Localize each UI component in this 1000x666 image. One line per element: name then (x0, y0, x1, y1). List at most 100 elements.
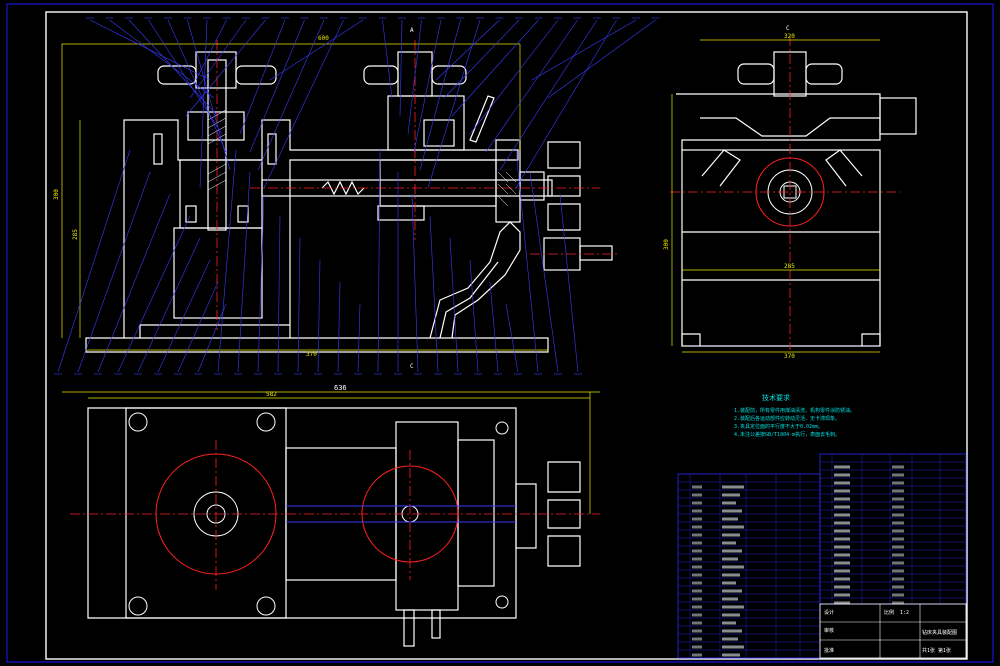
title-block: 钻床夹具装配图 比例 1:2 共1张 第1张 设计 审核 批准 (819, 603, 967, 659)
bolt-3 (185, 205, 197, 223)
bracket-inner (439, 261, 499, 339)
plan-shaft (286, 505, 516, 523)
parts-list-cell-mark (692, 501, 702, 505)
title-designer: 设计 (824, 609, 834, 616)
plan-bolt-br (256, 596, 276, 616)
title-checker: 审核 (824, 627, 834, 634)
leader-line-top (547, 19, 656, 99)
base-plate (85, 337, 549, 353)
leader-line-top (469, 19, 559, 135)
leader-line-top (269, 19, 364, 81)
parts-list-cell-mark (722, 485, 744, 489)
parts-list-cell-mark (892, 577, 904, 581)
parts-list-cell-mark (834, 601, 850, 605)
clamp-lever (469, 95, 495, 143)
leader-line-bottom (411, 193, 419, 373)
side-view (676, 51, 917, 347)
plan-outline (87, 407, 517, 619)
hatch-shaft (497, 171, 517, 207)
leader-line-top (531, 19, 637, 81)
parts-list-cell-mark (834, 585, 850, 589)
leader-line-top (239, 19, 286, 135)
side-clamp-block (879, 97, 917, 135)
parts-list-cell-mark (722, 533, 740, 537)
parts-list-cell-mark (892, 489, 904, 493)
parts-list-table (677, 453, 967, 659)
leader-line-top (382, 19, 393, 99)
leader-line-bottom (505, 303, 519, 373)
dim-side-base: 370 (784, 353, 795, 360)
dim-side-height: 300 (663, 239, 670, 250)
parts-list-cell-mark (692, 493, 702, 497)
leader-line-bottom (197, 303, 227, 373)
side-handle-right (805, 63, 843, 85)
leader-line-top (199, 19, 208, 189)
leader-line-bottom (529, 171, 559, 373)
parts-list-cell-mark (834, 537, 850, 541)
plan-screw (403, 609, 415, 647)
parts-list-cell-mark (722, 653, 740, 657)
parts-list-cell-mark (722, 629, 742, 633)
leader-line-bottom (257, 193, 265, 373)
side-v-groove (700, 117, 880, 137)
leader-line-top (187, 19, 231, 171)
leader-line-bottom (429, 215, 439, 373)
leader-line-bottom (297, 237, 301, 373)
outer-border (6, 3, 994, 663)
inner-border (45, 11, 968, 660)
notes-title: 技术要求 (762, 393, 790, 402)
parts-list-cell-mark (834, 489, 850, 493)
adjust-screw (579, 245, 613, 261)
dim-front-top: 600 (318, 35, 329, 42)
bolt-5 (377, 205, 425, 221)
parts-list-cell-mark (892, 529, 904, 533)
title-drawing-name: 钻床夹具装配图 (922, 629, 957, 636)
bolt-4 (237, 205, 249, 223)
parts-list-cell-mark (722, 493, 740, 497)
leader-line-bottom (317, 259, 321, 373)
plan-bolt-tr (256, 412, 276, 432)
side-base (681, 333, 881, 346)
title-approver: 批准 (824, 647, 834, 654)
parts-list-cell-mark (834, 473, 850, 477)
parts-list-cell-mark (722, 621, 736, 625)
parts-list-cell-mark (892, 481, 904, 485)
parts-list-cell-mark (892, 593, 904, 597)
parts-list-cell-mark (892, 561, 904, 565)
notes-line-1: 1.装配前，所有零件用煤油清洗，机构零件涂防锈油。 (734, 407, 855, 414)
plan-bolt-end-2 (495, 595, 509, 609)
handwheel-hub (519, 171, 545, 201)
dim-front-width: 636 (334, 384, 347, 392)
parts-list-cell-mark (692, 629, 702, 633)
leader-line-bottom (277, 215, 281, 373)
parts-list-cell-mark (834, 513, 850, 517)
parts-list-cell-mark (892, 473, 904, 477)
parts-list-cell-mark (892, 545, 904, 549)
section-label-c: C (410, 363, 414, 370)
clamp-small-block (423, 119, 455, 147)
parts-list-cell-mark (892, 465, 904, 469)
leader-line-top (185, 19, 266, 117)
leader-line-top (195, 19, 227, 81)
leader-line-top (435, 19, 500, 81)
title-block-frame (819, 603, 967, 659)
parts-list-cell-mark (892, 505, 904, 509)
plan-view-centerlines (70, 440, 600, 590)
leader-line-bottom (337, 281, 341, 373)
parts-list-cell-mark (892, 553, 904, 557)
clamp-plate-left (187, 111, 245, 141)
parts-list-cell-mark (692, 525, 702, 529)
parts-list-cell-mark (722, 581, 736, 585)
parts-list-cell-mark (692, 485, 702, 489)
handle-bar-left (157, 65, 197, 85)
parts-list-cell-mark (834, 593, 850, 597)
side-handle-left (737, 63, 775, 85)
parts-list-cell-mark (892, 513, 904, 517)
section-label-c-top: C (786, 25, 790, 32)
parts-list-cell-mark (722, 597, 738, 601)
parts-list-cell-mark (892, 537, 904, 541)
side-v-block-right (825, 149, 863, 187)
title-sheet: 共1张 第1张 (922, 647, 951, 654)
leader-line-top (407, 19, 422, 135)
leader-line-top (263, 19, 344, 189)
